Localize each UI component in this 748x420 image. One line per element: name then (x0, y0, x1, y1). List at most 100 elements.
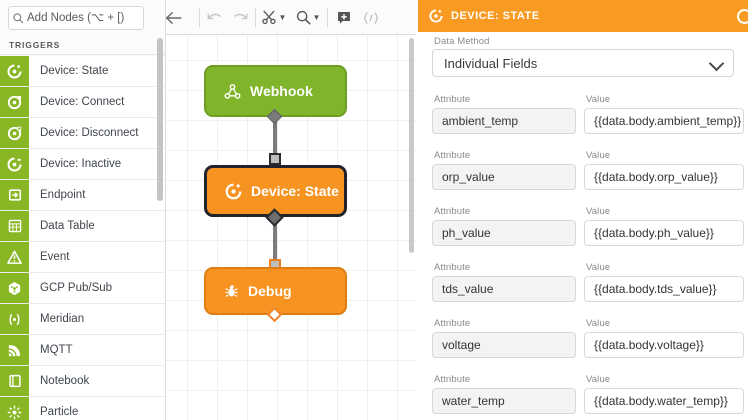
attribute-input[interactable]: orp_value (432, 164, 576, 190)
node-input-port-devicestate[interactable] (269, 153, 281, 165)
sidebar-item-notebook[interactable]: Notebook (0, 366, 165, 397)
edge-devicestate-to-debug (273, 218, 277, 265)
sidebar-item-data-table[interactable]: Data Table (0, 211, 165, 242)
data-method-label: Data Method (434, 36, 490, 47)
attribute-cell: Attribute ambient_temp (432, 94, 576, 134)
scissors-icon[interactable]: ▼ (259, 0, 289, 35)
device-state-icon (0, 56, 29, 86)
chevron-down-icon[interactable]: ▼ (278, 12, 287, 22)
notebook-icon (0, 366, 29, 396)
value-input[interactable]: {{data.body.tds_value}} (584, 276, 744, 302)
value-input[interactable]: {{data.body.ambient_temp}} (584, 108, 744, 134)
attribute-row: Attribute water_temp Value {{data.body.w… (418, 374, 748, 420)
value-label: Value (586, 150, 611, 161)
sidebar-item-label: Data Table (40, 220, 95, 232)
attribute-input[interactable]: ph_value (432, 220, 576, 246)
toolbar-divider (199, 8, 200, 27)
sidebar-item-mqtt[interactable]: MQTT (0, 335, 165, 366)
attribute-cell: Attribute water_temp (432, 374, 576, 414)
attribute-input[interactable]: voltage (432, 332, 576, 358)
device-state-icon (429, 9, 443, 23)
sidebar-item-device-state[interactable]: Device: State (0, 56, 165, 87)
canvas-node-debug[interactable]: Debug (204, 267, 347, 315)
value-input[interactable]: {{data.body.orp_value}} (584, 164, 744, 190)
chevron-down-icon[interactable]: ▼ (312, 12, 321, 22)
sidebar-item-device-connect[interactable]: Device: Connect (0, 87, 165, 118)
value-label: Value (586, 318, 611, 329)
sidebar-item-event[interactable]: Event (0, 242, 165, 273)
sidebar-item-label: Meridian (40, 313, 85, 325)
sidebar-item-gcp-pubsub[interactable]: GCP Pub/Sub (0, 273, 165, 304)
panel-title: DEVICE: STATE (451, 10, 540, 22)
attribute-row: Attribute tds_value Value {{data.body.td… (418, 262, 748, 318)
value-cell: Value {{data.body.water_temp}} (584, 374, 748, 414)
attribute-cell: Attribute voltage (432, 318, 576, 358)
sidebar-item-label: Device: State (40, 65, 109, 77)
device-disconnect-icon (0, 118, 29, 148)
sidebar-item-device-disconnect[interactable]: Device: Disconnect (0, 118, 165, 149)
flow-canvas[interactable]: Webhook Device: State Debug (166, 35, 416, 420)
sidebar-item-meridian[interactable]: Meridian (0, 304, 165, 335)
meridian-icon (0, 304, 29, 334)
close-circle-icon[interactable] (737, 9, 748, 24)
device-state-icon (225, 183, 242, 200)
attribute-label: Attribute (434, 94, 471, 105)
chevron-down-icon (708, 55, 725, 72)
undo-icon[interactable] (203, 0, 227, 35)
canvas-scrollbar[interactable] (409, 38, 414, 253)
node-settings-panel: DEVICE: STATE Data Method Individual Fie… (418, 0, 748, 420)
data-method-value: Individual Fields (444, 55, 538, 71)
add-nodes-search[interactable] (8, 6, 165, 30)
value-label: Value (586, 262, 611, 273)
palette-section-header: TRIGGERS (0, 36, 165, 55)
value-input[interactable]: {{data.body.ph_value}} (584, 220, 744, 246)
sidebar-item-label: Event (40, 251, 70, 263)
particle-icon (0, 397, 29, 420)
device-inactive-icon (0, 149, 29, 179)
attribute-input[interactable]: tds_value (432, 276, 576, 302)
attribute-label: Attribute (434, 318, 471, 329)
attribute-cell: Attribute ph_value (432, 206, 576, 246)
data-method-select[interactable]: Individual Fields (432, 49, 734, 77)
sidebar-item-device-inactive[interactable]: Device: Inactive (0, 149, 165, 180)
sidebar-item-label: Device: Connect (40, 96, 125, 108)
attribute-label: Attribute (434, 262, 471, 273)
value-cell: Value {{data.body.ph_value}} (584, 206, 748, 246)
attribute-input[interactable]: water_temp (432, 388, 576, 414)
canvas-node-label: Device: State (251, 183, 339, 199)
value-label: Value (586, 206, 611, 217)
magnifier-icon[interactable]: ▼ (292, 0, 324, 35)
sidebar-item-label: Device: Inactive (40, 158, 122, 170)
canvas-toolbar: ▼ ▼ (165, 0, 580, 35)
endpoint-icon (0, 180, 29, 210)
attribute-row: Attribute ambient_temp Value {{data.body… (418, 94, 748, 150)
canvas-node-label: Webhook (250, 83, 313, 99)
section-title: TRIGGERS (9, 40, 61, 50)
value-label: Value (586, 374, 611, 385)
attribute-input[interactable]: ambient_temp (432, 108, 576, 134)
search-icon (13, 12, 24, 24)
add-comment-icon[interactable] (331, 0, 357, 35)
toolbar-divider (327, 8, 328, 27)
sidebar-item-particle[interactable]: Particle (0, 397, 165, 420)
data-method-field: Data Method Individual Fields (432, 36, 734, 77)
sidebar-item-endpoint[interactable]: Endpoint (0, 180, 165, 211)
value-input[interactable]: {{data.body.water_temp}} (584, 388, 744, 414)
search-input[interactable] (24, 8, 165, 28)
attribute-row: Attribute orp_value Value {{data.body.or… (418, 150, 748, 206)
attribute-cell: Attribute orp_value (432, 150, 576, 190)
sidebar-item-label: Particle (40, 406, 79, 418)
sidebar-item-label: MQTT (40, 344, 73, 356)
palette-node-list: Device: State Device: Connect Device: Di… (0, 56, 165, 420)
value-input[interactable]: {{data.body.voltage}} (584, 332, 744, 358)
redo-icon[interactable] (227, 0, 251, 35)
code-brackets-icon[interactable] (358, 0, 384, 35)
back-arrow-icon[interactable] (153, 0, 193, 35)
sidebar-item-label: Notebook (40, 375, 90, 387)
attribute-label: Attribute (434, 150, 471, 161)
value-cell: Value {{data.body.orp_value}} (584, 150, 748, 190)
attribute-label: Attribute (434, 374, 471, 385)
webhook-icon (224, 83, 241, 100)
value-cell: Value {{data.body.voltage}} (584, 318, 748, 358)
sidebar-scrollbar[interactable] (157, 38, 163, 201)
